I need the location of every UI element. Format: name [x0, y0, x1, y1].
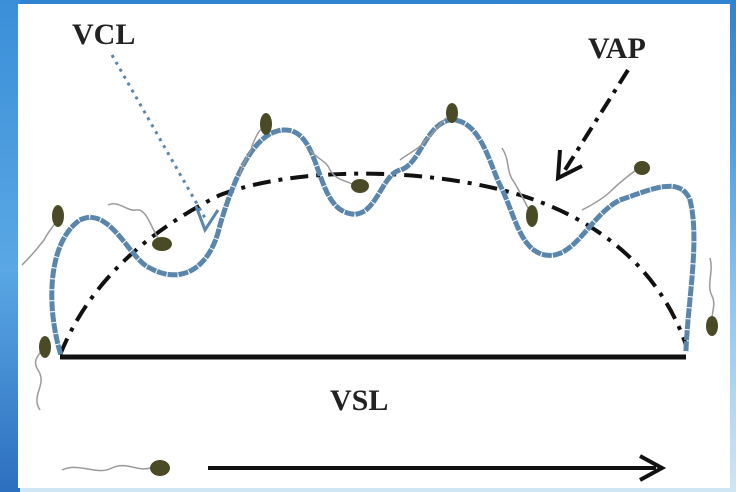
vap-average-path: [58, 171, 688, 356]
vap-label: VAP: [588, 32, 646, 65]
background-left-band: [0, 0, 20, 492]
sperm-cell: [501, 147, 538, 227]
sperm-cell: [581, 161, 650, 211]
sperm-cell: [309, 149, 369, 193]
vcl-pointer-arrowhead: [194, 205, 220, 234]
sperm-cell: [239, 113, 272, 176]
sperm-tail: [61, 464, 151, 472]
sperm-cell: [21, 205, 64, 266]
sperm-cell: [399, 103, 458, 161]
vap-pointer-line: [563, 68, 630, 172]
vcl-label: VCL: [72, 18, 135, 51]
vcl-curvilinear-path: [49, 117, 697, 356]
vsl-label: VSL: [330, 384, 388, 417]
sperm-head: [150, 460, 170, 476]
sperm-cell: [34, 336, 51, 411]
vap-pointer-arrowhead: [555, 149, 583, 182]
vcl-pointer-line: [110, 54, 207, 219]
direction-indicator: [61, 454, 667, 482]
sperm-cell: [107, 203, 172, 251]
sperm-cell: [706, 257, 718, 336]
direction-arrow-head: [639, 454, 667, 482]
sperm-cells: [21, 103, 718, 411]
diagram-panel: [18, 4, 730, 488]
